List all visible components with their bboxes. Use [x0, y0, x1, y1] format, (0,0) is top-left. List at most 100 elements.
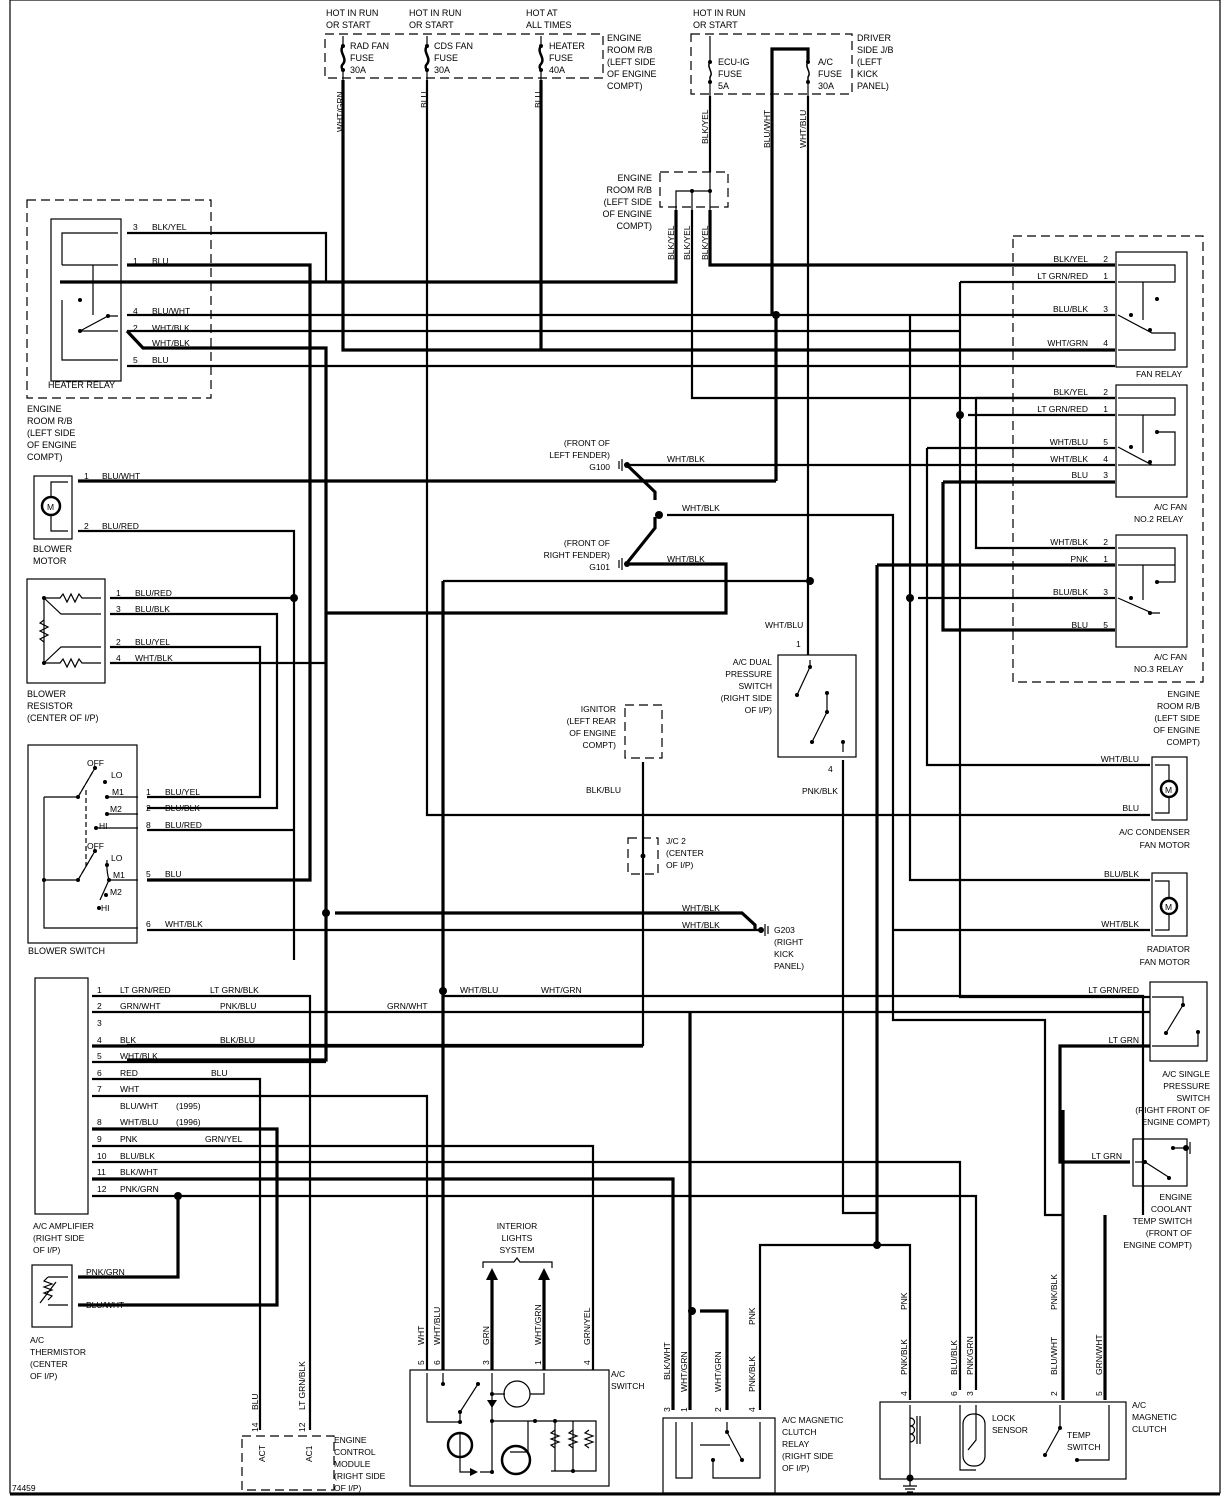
mid-wire-label-2: BLK/YEL	[682, 225, 692, 260]
svg-text:INTERIOR: INTERIOR	[497, 1221, 538, 1231]
svg-text:SWITCH: SWITCH	[1176, 1093, 1210, 1103]
svg-text:WHT/BLK: WHT/BLK	[165, 919, 203, 929]
svg-text:5A: 5A	[718, 81, 729, 91]
radiator-title2: FAN MOTOR	[1140, 957, 1190, 967]
svg-text:OF I/P): OF I/P)	[745, 705, 773, 715]
thermistor-wire-1: PNK/GRN	[86, 1267, 125, 1277]
pin: 1	[84, 471, 89, 481]
g101-label: (FRONT OF RIGHT FENDER) G101	[544, 538, 611, 572]
svg-text:ENGINE: ENGINE	[1159, 1192, 1192, 1202]
rad-fan-fuse: RAD FAN FUSE 30A	[340, 36, 389, 80]
ground-icon	[903, 1480, 917, 1493]
svg-text:2: 2	[146, 803, 151, 813]
wire-wht-grn-top	[341, 80, 1115, 352]
svg-text:COMPT): COMPT)	[1166, 737, 1200, 747]
fan-relay-title: FAN RELAY	[1136, 369, 1182, 379]
wire-blk-yel-mid-3	[708, 210, 1115, 267]
blower-motor-title: BLOWER	[33, 544, 73, 554]
fan-relay-box	[1115, 251, 1188, 368]
cds-fan-fuse: CDS FAN FUSE 30A	[424, 36, 473, 80]
svg-text:MODULE: MODULE	[334, 1459, 371, 1469]
svg-text:3: 3	[97, 1018, 102, 1028]
svg-text:G203: G203	[774, 925, 795, 935]
svg-text:BLK/YEL: BLK/YEL	[1054, 387, 1089, 397]
svg-text:LIGHTS: LIGHTS	[502, 1233, 533, 1243]
svg-text:BLU/BLK: BLU/BLK	[120, 1151, 155, 1161]
svg-text:A/C MAGNETIC: A/C MAGNETIC	[782, 1415, 843, 1425]
svg-text:LOCK: LOCK	[992, 1413, 1015, 1423]
engine-room-rb-right-box	[1012, 235, 1204, 683]
ac-magnetic-clutch-box	[879, 1401, 1127, 1480]
ecm-box	[241, 1435, 335, 1491]
svg-text:COMPT): COMPT)	[582, 740, 616, 750]
svg-text:ECU-IG: ECU-IG	[718, 57, 750, 67]
svg-text:ENGINE: ENGINE	[1167, 689, 1200, 699]
wire-blu-red-blower	[78, 529, 296, 960]
svg-text:IGNITOR: IGNITOR	[581, 704, 616, 714]
svg-text:5: 5	[1103, 437, 1108, 447]
svg-text:LT GRN/BLK: LT GRN/BLK	[210, 985, 259, 995]
svg-text:PNK/BLK: PNK/BLK	[747, 1356, 757, 1392]
svg-text:G101: G101	[589, 562, 610, 572]
ac-thermistor-title: A/C THERMISTOR (CENTER OF I/P)	[30, 1335, 86, 1381]
wire-heater-1	[127, 263, 312, 882]
svg-text:A/C AMPLIFIER: A/C AMPLIFIER	[33, 1221, 94, 1231]
ac-dual-pressure-switch-box	[777, 654, 857, 758]
svg-text:BLK/YEL: BLK/YEL	[1054, 254, 1089, 264]
radiator-title1: RADIATOR	[1147, 944, 1190, 954]
svg-text:(LEFT SIDE: (LEFT SIDE	[27, 428, 75, 438]
svg-text:HOT AT: HOT AT	[526, 8, 558, 18]
svg-text:OF ENGINE: OF ENGINE	[569, 728, 616, 738]
blower-switch-box	[27, 744, 138, 944]
ac-clutch-relay-box	[662, 1417, 776, 1494]
svg-text:1: 1	[116, 588, 121, 598]
svg-text:PANEL): PANEL)	[774, 961, 804, 971]
svg-text:5: 5	[416, 1360, 426, 1365]
ac-magnetic-clutch-title: A/C MAGNETIC CLUTCH	[1132, 1400, 1177, 1434]
ignitor-box	[624, 704, 663, 759]
svg-text:PNK/BLK: PNK/BLK	[899, 1339, 909, 1375]
svg-text:BLU: BLU	[165, 869, 182, 879]
svg-text:BLU/WHT: BLU/WHT	[120, 1101, 158, 1111]
svg-text:PNK/BLU: PNK/BLU	[220, 1001, 256, 1011]
svg-text:ENGINE: ENGINE	[334, 1435, 367, 1445]
ac-condenser-fan-motor-box	[1151, 756, 1188, 821]
wire-pnk	[875, 563, 1115, 1245]
svg-text:BLU: BLU	[152, 256, 169, 266]
svg-text:1: 1	[533, 1360, 543, 1365]
wire-resistor-2	[110, 645, 262, 799]
svg-text:A/C: A/C	[30, 1335, 44, 1345]
arrow-up-icon	[486, 1268, 550, 1280]
svg-text:M1: M1	[113, 870, 125, 880]
svg-text:5: 5	[146, 869, 151, 879]
ac-single-pressure-switch-box	[1149, 981, 1208, 1062]
lock-sensor-icon	[962, 1413, 986, 1467]
ac-amplifier-title: A/C AMPLIFIER (RIGHT SIDE OF I/P)	[33, 1221, 94, 1255]
svg-text:CLUTCH: CLUTCH	[1132, 1424, 1166, 1434]
svg-text:2: 2	[1049, 1391, 1059, 1396]
svg-text:BLK/BLU: BLK/BLU	[220, 1035, 255, 1045]
wire-blu-no2	[941, 482, 1115, 632]
inline-wht-blu: WHT/BLU	[460, 985, 498, 995]
svg-text:(RIGHT SIDE: (RIGHT SIDE	[721, 693, 773, 703]
svg-text:OR START: OR START	[693, 20, 738, 30]
svg-text:ROOM R/B: ROOM R/B	[606, 185, 652, 195]
wire-g101	[326, 562, 728, 615]
svg-text:6: 6	[432, 1360, 442, 1365]
ecm-wire-12: LT GRN/BLK	[297, 1361, 307, 1410]
svg-text:FUSE: FUSE	[718, 69, 742, 79]
svg-text:OF I/P): OF I/P)	[33, 1245, 61, 1255]
condenser-wire-1: WHT/BLU	[1101, 754, 1139, 764]
wire-wht-blk-mid	[667, 513, 1065, 1390]
svg-text:WHT/BLK: WHT/BLK	[120, 1051, 158, 1061]
wire-blk-yel-mid-1	[60, 210, 678, 284]
svg-text:1: 1	[1103, 554, 1108, 564]
radiator-motor-m: M	[1165, 902, 1172, 912]
svg-text:THERMISTOR: THERMISTOR	[30, 1347, 86, 1357]
single-wire-1: LT GRN/RED	[1088, 985, 1139, 995]
svg-text:BLU/BLK: BLU/BLK	[949, 1340, 959, 1375]
svg-text:M1: M1	[112, 787, 124, 797]
svg-text:WHT/GRN: WHT/GRN	[679, 1351, 689, 1392]
dual-bottom-wire-label: PNK/BLK	[802, 786, 838, 796]
svg-text:WHT/BLK: WHT/BLK	[152, 338, 190, 348]
